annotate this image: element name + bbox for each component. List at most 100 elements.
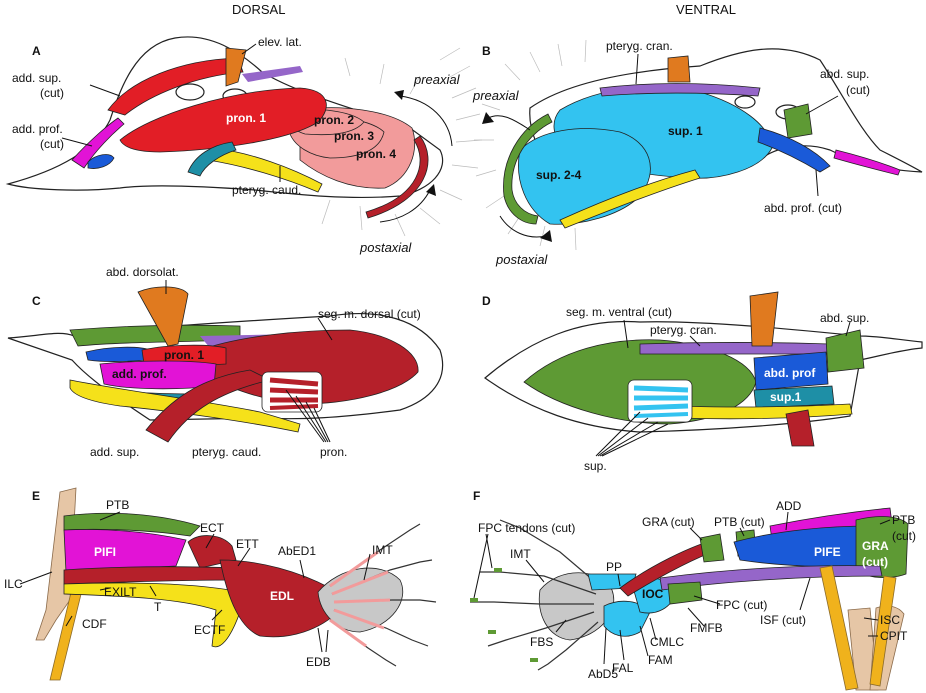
preaxial-fin-ray (503, 113, 553, 225)
panel-b: B pteryg. cran. abd. sup. (cut) preax (472, 39, 923, 267)
label-seg-ventral: seg. m. ventral (cut) (566, 305, 672, 319)
label-postaxial: postaxial (495, 252, 548, 267)
red-muscle (785, 409, 815, 447)
exilt-tendon (63, 582, 241, 648)
pteryg-cran-muscle (599, 83, 761, 97)
fpc-muscle (667, 581, 703, 605)
pife-muscle (733, 525, 873, 568)
label-elev-lat: elev. lat. (258, 35, 302, 49)
panel-e: E PTB PI (4, 487, 437, 681)
pron1-muscle (119, 87, 327, 153)
panel-label-a: A (32, 44, 41, 58)
postaxial-fin-ray (365, 135, 429, 219)
label-ptb: PTB (892, 513, 915, 527)
sup1-muscle (753, 385, 835, 409)
label-add-sup-cut: (cut) (40, 86, 64, 100)
label-add-prof-cut: (cut) (40, 137, 64, 151)
pifi-muscle (63, 529, 187, 573)
panel-label-b: B (482, 44, 491, 58)
sup-fin-rays (627, 379, 693, 423)
add-prof-muscle (71, 117, 125, 169)
femur-orange (819, 565, 859, 691)
label-pp: PP (606, 560, 622, 574)
pron-fin-rays (261, 371, 323, 413)
toe-bones (470, 519, 601, 671)
arrowhead (426, 184, 436, 196)
label-sup1: sup. 1 (668, 124, 703, 138)
label-t: T (154, 600, 162, 614)
label-sup1: sup.1 (770, 390, 802, 404)
pteryg-cran-muscle (639, 342, 831, 355)
fpc-tendon-stubs (470, 568, 538, 662)
label-pteryg-cran: pteryg. cran. (650, 323, 717, 337)
toe-muscles (329, 550, 391, 648)
orange-muscle (667, 55, 691, 83)
label-gra-cut: GRA (cut) (642, 515, 695, 529)
magenta-muscle (833, 149, 901, 176)
label-fal: FAL (612, 661, 634, 675)
abd-prof-muscle (753, 351, 829, 391)
arrowhead (540, 230, 552, 242)
abd-prof-muscle (757, 127, 831, 173)
postaxial-arrow (379, 189, 431, 223)
panel-label-f: F (473, 489, 480, 503)
label-pteryg-caud: pteryg. caud. (192, 445, 261, 459)
panel-label-d: D (482, 294, 491, 308)
label-isf-cut: ISF (cut) (760, 613, 806, 627)
label-gra-cut-2: (cut) (862, 555, 888, 569)
label-cpit: CPIT (880, 629, 908, 643)
panel-label-e: E (32, 489, 40, 503)
label-abd-prof: abd. prof (764, 366, 816, 380)
label-add-prof: add. prof. (12, 122, 63, 136)
label-pife: PIFE (814, 545, 841, 559)
label-abed1: AbED1 (278, 544, 316, 558)
label-add: ADD (776, 499, 802, 513)
label-postaxial: postaxial (359, 240, 412, 255)
label-gra: GRA (862, 539, 889, 553)
label-fam: FAM (648, 653, 673, 667)
orange-muscle (749, 291, 779, 347)
label-pron1: pron. 1 (164, 348, 204, 362)
label-sup: sup. (584, 459, 607, 473)
label-sup24: sup. 2-4 (536, 168, 582, 182)
femur-orange (869, 575, 897, 687)
panel-c: C abd. dorsolat. seg. m. dorsal (cut) pr… (7, 265, 444, 459)
label-ett: ETT (236, 537, 259, 551)
elev-lat-muscle (225, 47, 247, 87)
label-fpc-tendons: FPC tendons (cut) (478, 521, 575, 535)
pteryg-caud-muscle (207, 147, 323, 193)
label-ptb-cut-2: (cut) (892, 529, 916, 543)
label-abd-sup: abd. sup. (820, 311, 869, 325)
abd5-muscle (603, 600, 651, 637)
label-preaxial: preaxial (472, 88, 520, 103)
label-pron1: pron. 1 (226, 111, 266, 125)
label-abd5: AbD5 (588, 667, 618, 681)
label-add-prof: add. prof. (112, 367, 167, 381)
red-band (63, 566, 241, 585)
heading-dorsal: DORSAL (232, 2, 285, 17)
label-exilt: EXILT (104, 585, 137, 599)
label-ectf: ECTF (194, 623, 225, 637)
label-pteryg-caud: pteryg. caud. (232, 183, 301, 197)
purple-muscle (242, 66, 303, 82)
yellow-muscle (559, 169, 701, 229)
panel-d: D seg. m. ventral (cut) pteryg. cran. ab… (482, 291, 923, 473)
label-abd-sup: abd. sup. (820, 67, 869, 81)
label-fmfb: FMFB (690, 621, 723, 635)
label-ptb-cut: PTB (cut) (714, 515, 765, 529)
heading-ventral: VENTRAL (676, 2, 736, 17)
label-fbs: FBS (530, 635, 553, 649)
label-pron2: pron. 2 (314, 113, 354, 127)
seg-dorsal-muscle (199, 329, 419, 405)
label-add-sup: add. sup. (90, 445, 139, 459)
label-ptb: PTB (106, 498, 129, 512)
label-cdf: CDF (82, 617, 107, 631)
girdle-foramen (734, 95, 756, 109)
arrowhead (394, 90, 404, 100)
girdle-foramen (175, 83, 205, 101)
label-ect: ECT (200, 521, 225, 535)
abd-dorsolat-muscle (137, 286, 189, 347)
preaxial-arrow (487, 115, 531, 131)
label-isc: ISC (880, 613, 900, 627)
